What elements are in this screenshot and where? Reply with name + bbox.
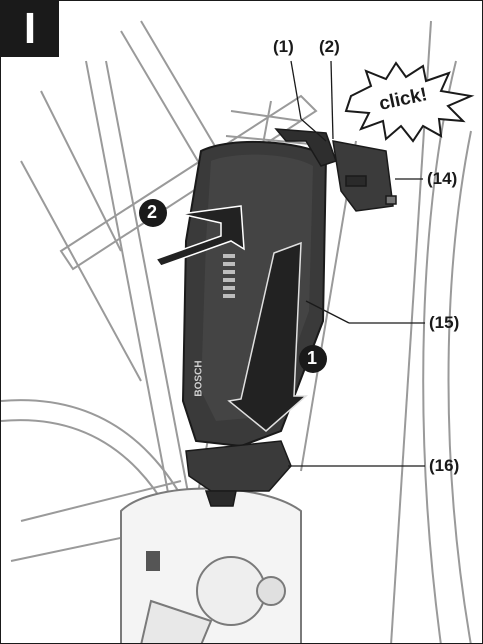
click-burst [344, 61, 475, 143]
drive-unit [120, 487, 302, 643]
callout-16: (16) [429, 456, 460, 475]
step-2-number: 2 [147, 202, 158, 222]
arrow-step-1 [227, 241, 308, 432]
leader-lines [288, 60, 425, 467]
battery-brand-text: BOSCH [193, 360, 205, 397]
callout-2: (2) [319, 37, 340, 56]
callout-15: (15) [429, 313, 460, 332]
callout-1: (1) [273, 37, 294, 56]
arrow-step-2 [154, 205, 245, 267]
lower-battery-holder [185, 440, 292, 507]
upper-battery-holder [332, 140, 397, 212]
callout-14: (14) [427, 169, 458, 188]
step-markers [139, 199, 327, 373]
step-1-number: 1 [307, 348, 318, 368]
charge-indicator [223, 254, 235, 298]
section-label: I [1, 1, 59, 57]
